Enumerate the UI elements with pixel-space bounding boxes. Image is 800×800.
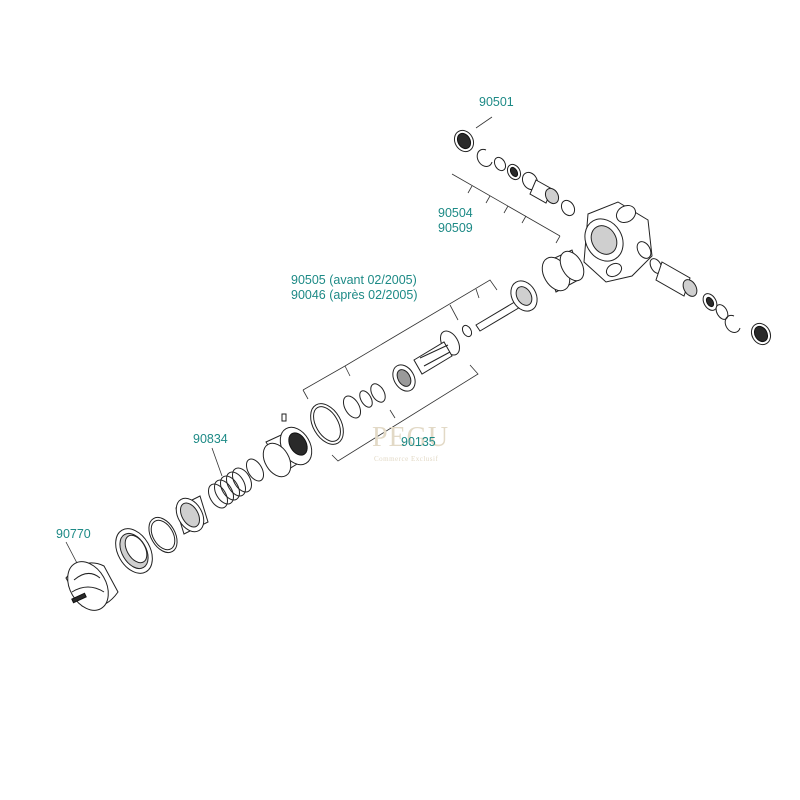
part-label-90046: 90046 (après 02/2005) [291, 288, 418, 302]
spindle-assembly [310, 280, 538, 445]
part-label-90509: 90509 [438, 221, 473, 235]
part-label-90504: 90504 [438, 206, 473, 220]
leader-lines [65, 116, 561, 566]
handle-assembly [65, 528, 153, 611]
part-label-90501: 90501 [479, 95, 514, 109]
part-label-90505: 90505 (avant 02/2005) [291, 273, 417, 287]
valve-body-assembly [453, 129, 772, 346]
watermark-logo-text: PEGU [372, 422, 450, 453]
watermark-tagline: Commerce Exclusif [374, 455, 439, 463]
part-label-90834: 90834 [193, 432, 228, 446]
spring [208, 467, 252, 509]
housing-assembly [148, 413, 313, 554]
part-label-90770: 90770 [56, 527, 91, 541]
part-label-90135: 90135 [401, 435, 436, 449]
